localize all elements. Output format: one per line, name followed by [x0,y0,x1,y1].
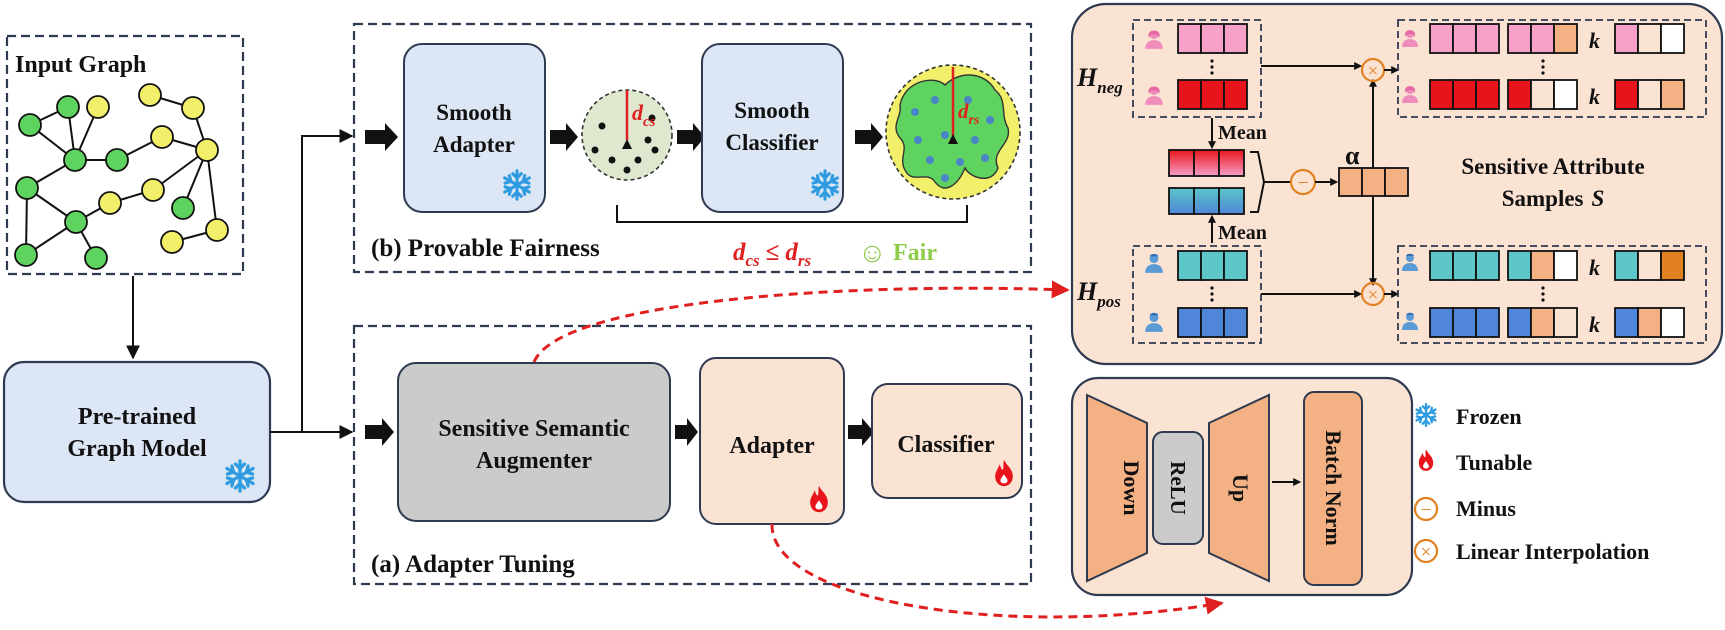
h-neg-label: Hneg [1076,63,1123,97]
comparison-bracket [616,205,968,223]
smooth-classifier-box [701,43,844,213]
cross-operator-legend [1413,538,1439,564]
thick-arrow [365,418,394,446]
pretrained-line1: Pre-trained [78,404,197,430]
thick-arrow [677,123,705,151]
pretrained-line2: Graph Model [67,436,207,462]
smile-icon: ☺ [858,238,887,269]
legend-linear-interp: Linear Interpolation [1456,539,1649,564]
robustness-region-circle: drs [885,64,1021,200]
up-label: Up [1228,474,1253,502]
certified-radius-circle: dcs [581,89,673,181]
k-label: k [1589,84,1600,109]
thick-arrow [675,418,698,446]
snowflake-icon [1415,402,1437,428]
cross-symbol: × [1368,285,1379,306]
up-projection [1208,393,1270,583]
alpha-label: α [1345,141,1360,170]
legend-minus: Minus [1456,496,1516,521]
classifier-label: Classifier [897,432,995,458]
adapter-detail-panel: Down ReLU Up Batch Norm [1070,376,1414,597]
augmenter-line1: Sensitive Semantic [438,416,630,442]
relu-label: ReLU [1166,461,1190,515]
thick-arrow [848,418,874,446]
smooth-adapter-box [403,43,546,213]
minus-symbol: − [1297,172,1308,194]
batch-norm-label: Batch Norm [1321,430,1346,545]
fair-label: Fair [893,240,937,266]
smooth-adapter-line1: Smooth [436,100,512,125]
input-graph-title: Input Graph [15,52,146,78]
classifier-box [871,383,1023,499]
input-graph-panel: Input Graph [5,34,245,276]
smooth-classifier-line2: Classifier [725,130,818,155]
sensitive-samples-panel: Hneg Hpos Mean Mean − [1070,2,1724,366]
h-pos-label: Hpos [1076,277,1121,311]
down-projection [1086,393,1148,583]
minus-symbol: − [1421,500,1432,521]
adapter-label: Adapter [729,433,815,459]
k-label: k [1589,312,1600,337]
k-label: k [1589,255,1600,280]
mean-top-label: Mean [1218,122,1267,144]
k-label: k [1589,28,1600,53]
branch-arrows [270,129,354,439]
augmenter-line2: Augmenter [476,448,592,474]
legend-tunable: Tunable [1456,450,1532,475]
adapter-tuning-caption: (a) Adapter Tuning [371,551,575,578]
minus-operator-legend [1413,496,1439,522]
thick-arrow [855,123,883,151]
adapter-to-detail-connector [770,523,1224,619]
augmenter-to-samples-connector [532,280,1070,363]
adapter-tuning-panel: Sensitive Semantic Augmenter Adapter Cla… [352,324,1033,586]
sensitive-title-line1: Sensitive Attribute [1461,154,1644,179]
cross-symbol: × [1368,61,1379,82]
legend-frozen: Frozen [1456,404,1522,429]
augmenter-box [397,362,671,522]
down-label: Down [1119,460,1144,515]
legend: Frozen Tunable − Minus × Linear Interpol… [1413,402,1649,564]
mean-bottom-label: Mean [1218,222,1267,244]
provable-fairness-panel: Smooth Adapter dcs Smooth Classifier [352,22,1033,274]
thick-arrow [365,123,398,151]
alpha-vector [1338,167,1409,197]
cross-symbol: × [1421,542,1432,563]
d-rs-label: drs [958,99,980,128]
provable-caption: (b) Provable Fairness [371,235,600,262]
batch-norm-box [1303,391,1363,586]
pretrained-graph-model: Pre-trained Graph Model [2,360,272,504]
d-cs-label: dcs [632,100,656,130]
relu-box [1152,431,1204,545]
thick-arrow [550,123,578,151]
graph-nodes [14,83,229,270]
smooth-classifier-line1: Smooth [734,98,810,123]
smooth-adapter-line2: Adapter [433,132,515,157]
fire-icon [1418,449,1434,471]
fairness-inequality: dcs≤drs [733,239,812,270]
